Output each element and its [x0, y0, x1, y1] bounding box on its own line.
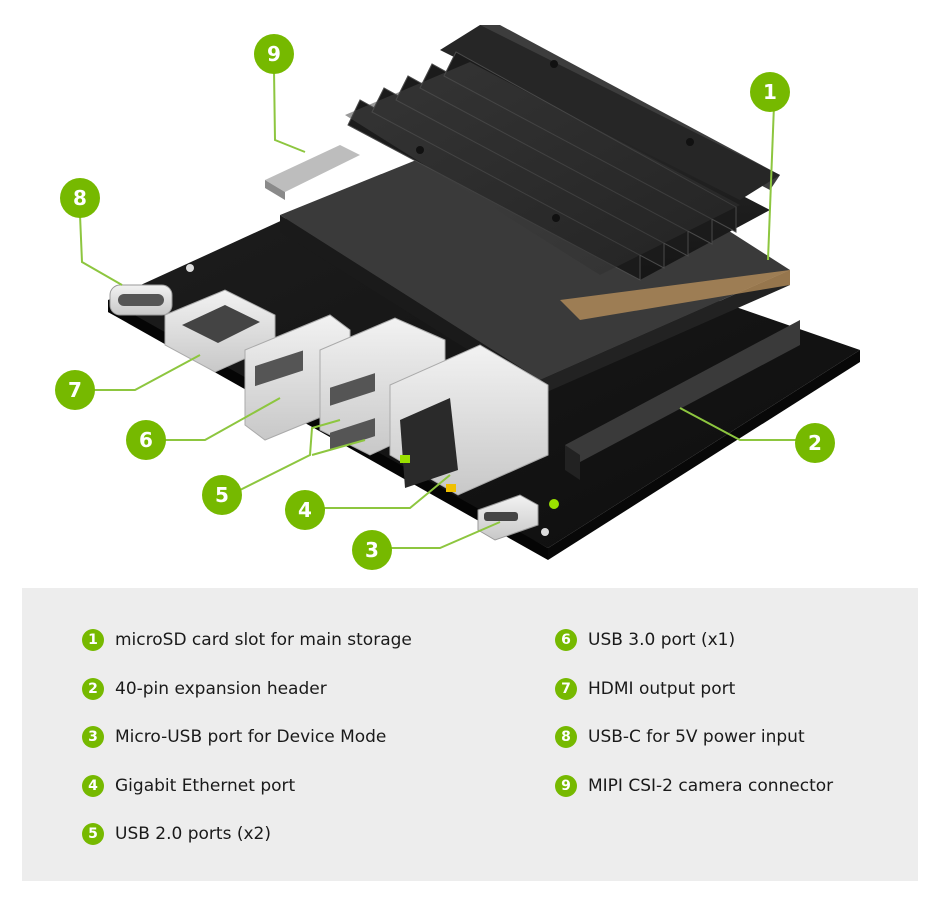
callout-7: 7 [55, 370, 95, 410]
svg-text:5: 5 [215, 483, 229, 507]
legend-label: Gigabit Ethernet port [115, 776, 296, 796]
legend-item: 9 MIPI CSI-2 camera connector [555, 772, 833, 800]
legend-number-badge: 1 [82, 629, 104, 651]
legend-panel: 1 microSD card slot for main storage 2 4… [22, 588, 918, 881]
legend-item: 8 USB-C for 5V power input [555, 723, 805, 751]
svg-text:8: 8 [73, 186, 87, 210]
legend-number-badge: 3 [82, 726, 104, 748]
legend-label: MIPI CSI-2 camera connector [588, 776, 834, 796]
callout-4: 4 [285, 490, 325, 530]
legend-item: 1 microSD card slot for main storage [82, 626, 412, 654]
callout-8: 8 [60, 178, 100, 218]
svg-text:4: 4 [298, 498, 312, 522]
callout-9: 9 [254, 34, 294, 74]
svg-text:2: 2 [808, 431, 822, 455]
legend-label: USB 2.0 ports (x2) [115, 824, 271, 844]
callout-1: 1 [750, 72, 790, 112]
legend-item: 6 USB 3.0 port (x1) [555, 626, 735, 654]
legend-number-badge: 9 [555, 775, 577, 797]
legend-item: 7 HDMI output port [555, 675, 735, 703]
callout-2: 2 [795, 423, 835, 463]
svg-text:7: 7 [68, 378, 82, 402]
legend-label: USB-C for 5V power input [588, 727, 805, 747]
callout-5: 5 [202, 475, 242, 515]
legend-item: 3 Micro-USB port for Device Mode [82, 723, 386, 751]
board-diagram: 1 2 3 4 5 6 7 8 9 [55, 25, 860, 570]
legend-number-badge: 4 [82, 775, 104, 797]
leader-lines [79, 69, 800, 549]
gpio-header [565, 309, 800, 480]
legend-number-badge: 5 [82, 823, 104, 845]
svg-text:9: 9 [267, 42, 281, 66]
legend-label: 40-pin expansion header [115, 679, 327, 699]
legend-item: 2 40-pin expansion header [82, 675, 327, 703]
legend-number-badge: 6 [555, 629, 577, 651]
legend-label: HDMI output port [588, 679, 736, 699]
legend-label: Micro-USB port for Device Mode [115, 727, 387, 747]
callout-3: 3 [352, 530, 392, 570]
legend-number-badge: 7 [555, 678, 577, 700]
legend-label: USB 3.0 port (x1) [588, 630, 736, 650]
legend-item: 5 USB 2.0 ports (x2) [82, 820, 271, 848]
svg-text:1: 1 [763, 80, 777, 104]
legend-number-badge: 2 [82, 678, 104, 700]
svg-text:3: 3 [365, 538, 379, 562]
ethernet-port [389, 344, 549, 496]
camera-connector [265, 145, 360, 200]
micro-usb-port [477, 494, 539, 541]
usb-c-port [109, 284, 173, 316]
heatsink [345, 25, 780, 281]
callout-6: 6 [126, 420, 166, 460]
legend-item: 4 Gigabit Ethernet port [82, 772, 295, 800]
legend-label: microSD card slot for main storage [115, 630, 412, 650]
svg-text:6: 6 [139, 428, 153, 452]
legend-number-badge: 8 [555, 726, 577, 748]
